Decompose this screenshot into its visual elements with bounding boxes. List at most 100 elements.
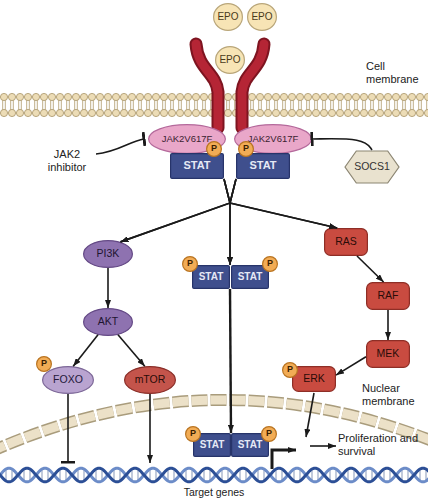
lipid-head (328, 109, 335, 116)
lipid-tail (210, 100, 211, 110)
lipid-tail (373, 100, 374, 110)
node-shape (216, 47, 245, 74)
lipid-head (360, 109, 367, 116)
lipid-head (328, 93, 335, 100)
lipid-head (80, 109, 87, 116)
lipid-tail (306, 100, 307, 110)
phosphate-circle: P (206, 141, 222, 157)
lipid-head (32, 93, 39, 100)
lipid-head (304, 93, 311, 100)
lipid-head (320, 93, 327, 100)
lipid-tail (253, 100, 254, 110)
node-text: SOCS1 (354, 161, 390, 172)
lipid-head (264, 109, 271, 116)
node-text: RAS (335, 236, 357, 247)
activation-arrow (149, 394, 151, 463)
nuclear-membrane (0, 400, 428, 452)
lipid-tail (389, 100, 390, 110)
lipid-tail (122, 100, 123, 110)
lipid-tail (202, 100, 203, 110)
node-shape (232, 266, 269, 289)
node-shape (193, 266, 230, 289)
annotation-label: JAK2 inhibitor (36, 148, 98, 173)
lipid-tail (69, 100, 70, 110)
lipid-tail (341, 100, 342, 110)
lipid-head (16, 109, 23, 116)
lipid-tail (381, 100, 382, 110)
lipid-head (144, 109, 151, 116)
node-shape (367, 283, 410, 310)
lipid-tail (234, 100, 235, 110)
node-shape (207, 142, 222, 157)
annotation-label: Nuclear membrane (362, 382, 426, 407)
epo-receptor (196, 44, 264, 128)
activation-arrow (121, 179, 231, 242)
lipid-tail (53, 100, 54, 110)
lipid-head (400, 93, 407, 100)
lipid-head (184, 93, 191, 100)
phosphate-circle: P (262, 256, 278, 272)
protein-oval: EPO (213, 3, 243, 31)
lipid-head (424, 109, 428, 116)
protein-box: MEK (366, 340, 410, 368)
lipid-head (80, 93, 87, 100)
lipid-tail (21, 100, 22, 110)
lipid-tail (58, 100, 59, 110)
dna-strand (0, 468, 428, 482)
protein-box: STAT (192, 265, 230, 289)
lipid-head (384, 93, 391, 100)
lipid-tail (314, 100, 315, 110)
node-text: mTOR (135, 374, 166, 385)
lipid-tail (317, 100, 318, 110)
lipid-tail (154, 100, 155, 110)
lipid-tail (226, 100, 227, 110)
lipid-head (296, 93, 303, 100)
activation-arrow (224, 179, 337, 228)
lipid-tail (266, 100, 267, 110)
lipid-head (280, 109, 287, 116)
lipid-tail (18, 100, 19, 110)
inhibition-line (67, 394, 69, 462)
lipid-head (104, 109, 111, 116)
lipid-head (168, 109, 175, 116)
node-text: P (266, 429, 272, 438)
node-text: P (267, 259, 273, 268)
lipid-head (376, 93, 383, 100)
node-text: EPO (217, 12, 238, 23)
lipid-head (96, 93, 103, 100)
annotation-label: Cell membrane (366, 60, 426, 85)
connector-group (73, 139, 388, 433)
lipid-head (368, 93, 375, 100)
lipid-tail (378, 100, 379, 110)
node-text: P (211, 144, 217, 153)
lipid-tail (162, 100, 163, 110)
node-shape (125, 367, 176, 394)
lipid-head (408, 93, 415, 100)
lipid-head (272, 93, 279, 100)
node-shape (171, 154, 224, 179)
lipid-head (376, 109, 383, 116)
lipid-tail (90, 100, 91, 110)
lipid-head (336, 93, 343, 100)
lipid-tail (205, 100, 206, 110)
lipid-tail (133, 100, 134, 110)
lipid-tail (45, 100, 46, 110)
lipid-tail (421, 100, 422, 110)
lipid-tail (138, 100, 139, 110)
lipid-tail (410, 100, 411, 110)
lipid-head (368, 109, 375, 116)
lipid-tail (170, 100, 171, 110)
node-shape (239, 142, 254, 157)
lipid-tail (186, 100, 187, 110)
lipid-head (192, 109, 199, 116)
lipid-tail (322, 100, 323, 110)
lipid-head (8, 93, 15, 100)
lipid-tail (178, 100, 179, 110)
node-text: P (243, 144, 249, 153)
lipid-head (248, 109, 255, 116)
lipid-head (96, 109, 103, 116)
lipid-head (352, 93, 359, 100)
lipid-head (288, 93, 295, 100)
lipid-tail (61, 100, 62, 110)
lipid-tail (285, 100, 286, 110)
